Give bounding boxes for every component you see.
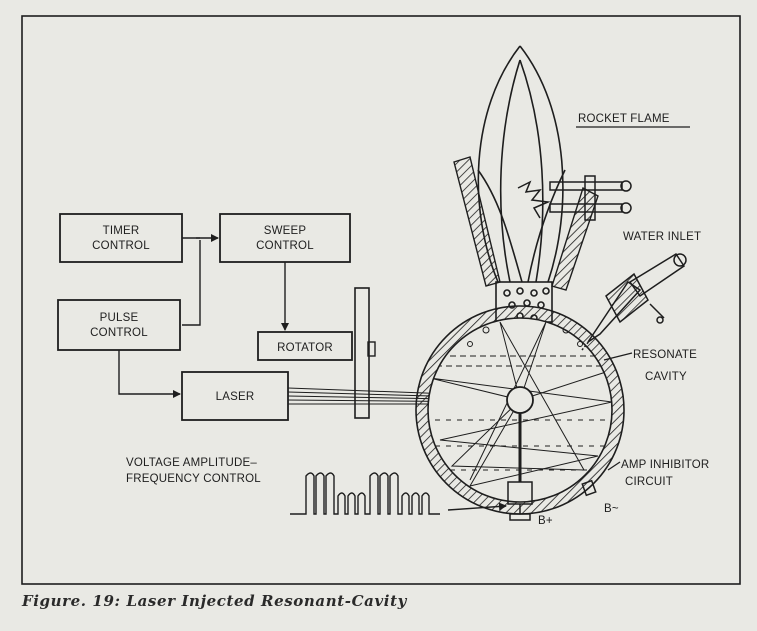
sweep-control-label-1: SWEEP bbox=[264, 225, 307, 237]
pulse-control-label-2: CONTROL bbox=[90, 327, 148, 339]
pulse-control-label-1: PULSE bbox=[100, 312, 139, 324]
rotator-label: ROTATOR bbox=[277, 342, 333, 354]
spark-electrodes bbox=[517, 175, 632, 221]
timer-control-label-1: TIMER bbox=[103, 225, 140, 237]
laser-block: LASER bbox=[181, 371, 289, 421]
voltage-waveform bbox=[290, 472, 507, 515]
amp-inhibitor-label-2: CIRCUIT bbox=[625, 476, 673, 488]
water-inlet-assembly bbox=[581, 252, 687, 351]
water-inlet-label: WATER INLET bbox=[623, 231, 701, 243]
b-plus-label: B+ bbox=[538, 515, 553, 527]
laser-label: LASER bbox=[216, 391, 255, 403]
pulse-control-block: PULSE CONTROL bbox=[57, 299, 181, 351]
resonate-cavity-label-1: RESONATE bbox=[633, 349, 697, 361]
figure-caption: Figure. 19: Laser Injected Resonant-Cavi… bbox=[22, 592, 407, 610]
exhaust-funnel bbox=[453, 156, 599, 291]
resonate-cavity-label-2: CAVITY bbox=[645, 371, 687, 383]
sweep-control-label-2: CONTROL bbox=[256, 240, 314, 252]
amp-inhibitor-label-1: AMP INHIBITOR bbox=[621, 459, 709, 471]
timer-control-label-2: CONTROL bbox=[92, 240, 150, 252]
voltage-control-label-1: VOLTAGE AMPLITUDE– bbox=[126, 457, 257, 469]
voltage-control-label-2: FREQUENCY CONTROL bbox=[126, 473, 261, 485]
rocket-flame-label: ROCKET FLAME bbox=[578, 113, 670, 125]
electrode-sphere bbox=[506, 386, 534, 414]
b-minus-label: B~ bbox=[604, 503, 619, 515]
bottom-terminal bbox=[507, 479, 597, 521]
sweep-control-block: SWEEP CONTROL bbox=[219, 213, 351, 263]
label-leaders bbox=[576, 126, 690, 471]
signal-connectors bbox=[118, 234, 289, 398]
resonant-cavity bbox=[415, 305, 625, 515]
chopper-disc bbox=[354, 287, 376, 419]
figure-frame bbox=[21, 15, 741, 585]
rotator-block: ROTATOR bbox=[257, 331, 353, 361]
timer-control-block: TIMER CONTROL bbox=[59, 213, 183, 263]
